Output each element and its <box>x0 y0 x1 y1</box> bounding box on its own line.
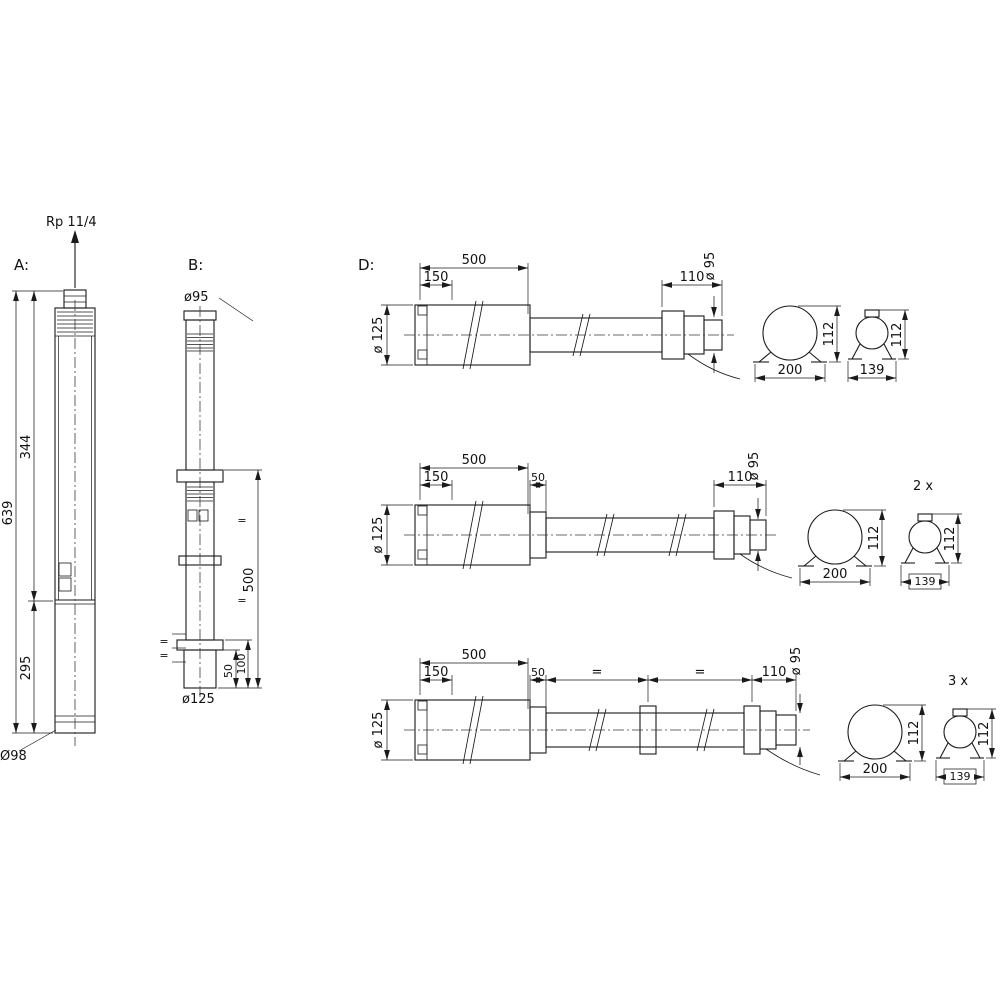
dim-500-b: 500 <box>242 568 257 593</box>
eq-mark-right-1: = <box>237 514 246 527</box>
bracket-screw <box>864 309 880 318</box>
bracket-qty: 2 x <box>913 479 933 494</box>
view-b-label: B: <box>188 256 203 274</box>
outlet-arrow-icon <box>71 230 79 288</box>
dim-139-frame <box>908 573 942 590</box>
bracket-screw <box>917 513 933 522</box>
pipe-bracket-small: 3 x 112 139 <box>935 674 996 785</box>
leader-dia95 <box>218 297 254 322</box>
pipe-bracket-small: 112 139 <box>847 309 909 382</box>
dim-dia95: ø 95 <box>747 452 762 481</box>
pipe-bracket-small: 2 x 112 139 <box>900 479 962 590</box>
dim-139: 139 <box>915 575 936 588</box>
dim-139: 139 <box>950 770 971 783</box>
view-a: A: Rp 11/4 <box>0 215 97 764</box>
cable-guard-upper <box>58 562 72 577</box>
dim-112-bracket: 112 <box>943 527 958 552</box>
dim-500: 500 <box>462 453 487 468</box>
dim-50-b: 50 <box>222 664 235 678</box>
dim-110: 110 <box>762 665 787 680</box>
port-bottom <box>417 744 428 755</box>
bracket-qty: 3 x <box>948 674 968 689</box>
dim-500: 500 <box>462 253 487 268</box>
dim-50: 50 <box>531 471 545 484</box>
dim-dia125: ø 125 <box>371 317 386 354</box>
dim-dia125: ø 125 <box>371 712 386 749</box>
view-d-label: D: <box>358 256 375 274</box>
view-a-label: A: <box>14 256 29 274</box>
dim-112-clamp: 112 <box>867 526 882 551</box>
port-top <box>417 505 428 516</box>
dim-dia98: Ø98 <box>0 749 27 764</box>
dim-112-clamp: 112 <box>907 721 922 746</box>
dim-dia125: ø 125 <box>371 517 386 554</box>
dim-112-clamp: 112 <box>822 322 837 347</box>
dim-500: 500 <box>462 648 487 663</box>
dim-110: 110 <box>680 270 705 285</box>
d-config-3: ø 125 500 150 50 = = 110 ø 95 <box>371 647 996 785</box>
dim-eq1: = <box>592 665 603 680</box>
thread-label: Rp 11/4 <box>46 215 97 230</box>
port-bottom <box>417 349 428 360</box>
dim-200: 200 <box>778 363 803 378</box>
pipe-clamp-large: 112 200 <box>838 704 926 781</box>
motor-cable <box>765 748 821 776</box>
view-d: D: ø 125 500 15 <box>358 252 996 785</box>
dim-200: 200 <box>863 762 888 777</box>
motor-cable <box>739 553 793 579</box>
dim-295: 295 <box>19 656 34 681</box>
dim-50: 50 <box>531 666 545 679</box>
port-top <box>417 305 428 316</box>
pipe-clamp-large: 112 200 <box>753 305 841 382</box>
dim-344: 344 <box>19 435 34 460</box>
cable-clip-1 <box>187 509 198 522</box>
dim-112-bracket: 112 <box>977 722 992 747</box>
dim-110: 110 <box>728 470 753 485</box>
eq-mark-left-1: = <box>159 635 168 648</box>
cable-guard-lower <box>58 577 72 592</box>
view-b: B: ø95 = = ø125 <box>159 256 262 707</box>
dim-dia95: ø 95 <box>703 252 718 281</box>
dim-139-frame <box>943 768 977 785</box>
d-config-2: ø 125 500 150 50 110 ø 95 <box>371 452 962 590</box>
cable-clip-2 <box>198 509 209 522</box>
pipe-clamp-large: 112 200 <box>798 509 886 586</box>
d-config-1: ø 125 500 150 110 ø 95 <box>371 252 909 382</box>
dim-150: 150 <box>424 270 449 285</box>
dim-dia125-b: ø125 <box>182 692 215 707</box>
dim-200: 200 <box>823 567 848 582</box>
dim-eq2: = <box>695 665 706 680</box>
dim-dia95-b: ø95 <box>184 290 209 305</box>
eq-mark-left-2: = <box>159 649 168 662</box>
dim-150: 150 <box>424 665 449 680</box>
motor-cable <box>687 353 741 380</box>
dim-100-b: 100 <box>235 654 248 675</box>
dim-139: 139 <box>860 363 885 378</box>
dim-112-bracket: 112 <box>890 323 905 348</box>
port-top <box>417 700 428 711</box>
port-bottom <box>417 549 428 560</box>
bracket-screw <box>952 708 968 717</box>
eq-mark-right-2: = <box>237 594 246 607</box>
dim-dia95: ø 95 <box>789 647 804 676</box>
dim-150: 150 <box>424 470 449 485</box>
dim-639: 639 <box>1 501 16 526</box>
